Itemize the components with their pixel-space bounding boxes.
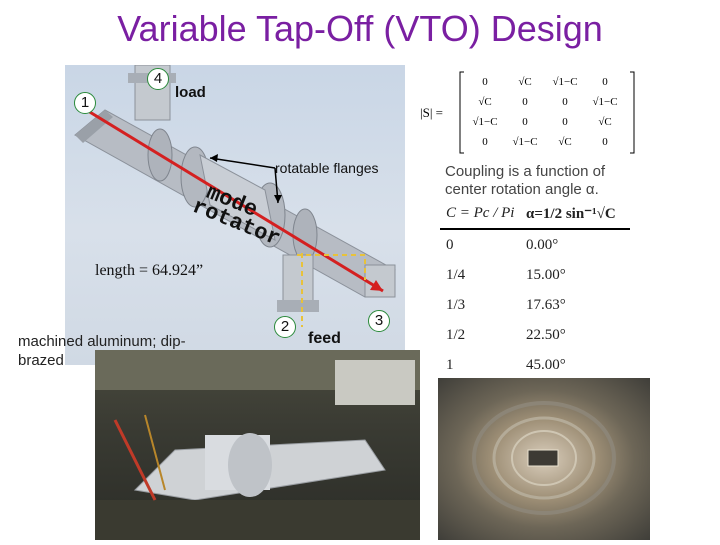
slide-title: Variable Tap-Off (VTO) Design xyxy=(117,8,603,49)
port-1-marker: 1 xyxy=(74,92,96,114)
port-3-marker: 3 xyxy=(368,310,390,332)
matrix-cell: 0 xyxy=(562,116,568,128)
table-cell-c: 1/3 xyxy=(446,296,466,313)
table-row: 1/2 22.50° xyxy=(440,320,630,350)
matrix-cell: 0 xyxy=(562,96,568,108)
table-cell-c: 1/4 xyxy=(446,266,466,283)
matrix-cell: √1−C xyxy=(592,96,618,108)
matrix-cell: √C xyxy=(598,116,612,128)
matrix-cell: √1−C xyxy=(472,116,498,128)
matrix-cell: √C xyxy=(518,76,532,88)
header-alpha: α=1/2 sin⁻¹√C xyxy=(520,198,630,230)
matrix-cell: √1−C xyxy=(552,76,578,88)
s-matrix-label: |S| = xyxy=(420,105,444,120)
bore-photo-shapes xyxy=(472,401,616,515)
material-caption: machined aluminum; dip-brazed xyxy=(18,333,186,369)
table-row: 1/3 17.63° xyxy=(440,290,630,320)
matrix-brackets xyxy=(459,71,635,154)
load-label: load xyxy=(175,84,206,101)
matrix-cell: 0 xyxy=(482,76,488,88)
coupling-table: C = Pc / Pi α=1/2 sin⁻¹√C 0 0.00° 1/4 15… xyxy=(440,198,630,382)
table-row: 1 45.00° xyxy=(440,350,630,382)
matrix-cell: 0 xyxy=(602,136,608,148)
table-cell-alpha: 15.00° xyxy=(526,266,566,283)
table-cell-alpha: 22.50° xyxy=(526,326,566,343)
vto-render-image xyxy=(65,64,405,365)
table-row: 0 0.00° xyxy=(440,229,630,260)
header-coupling: C = Pc / Pi xyxy=(440,198,520,230)
rotatable-flanges-label: rotatable flanges xyxy=(275,160,379,176)
table-cell-alpha: 0.00° xyxy=(526,236,559,253)
waveguide-render xyxy=(74,64,396,327)
matrix-cell: 0 xyxy=(522,116,528,128)
matrix-cell: 0 xyxy=(602,76,608,88)
table-cell-c: 1 xyxy=(440,350,520,382)
coupling-description: Coupling is a function of center rotatio… xyxy=(445,163,606,198)
matrix-cell: √C xyxy=(558,136,572,148)
matrix-cell: √1−C xyxy=(512,136,538,148)
lab-photo-shapes xyxy=(95,350,420,540)
bore-photo xyxy=(438,378,650,540)
matrix-cell: 0 xyxy=(522,96,528,108)
s-matrix: |S| = 0 √C √1−C 0 √C 0 0 √1−C √1−C 0 0 √… xyxy=(420,70,640,155)
table-cell-c: 0 xyxy=(446,236,454,253)
table-row: 1/4 15.00° xyxy=(440,260,630,290)
table-header-row: C = Pc / Pi α=1/2 sin⁻¹√C xyxy=(440,198,630,230)
table-cell-alpha: 17.63° xyxy=(526,296,566,313)
table-cell-c: 1/2 xyxy=(446,326,466,343)
matrix-cell: √C xyxy=(478,96,492,108)
port-4-marker: 4 xyxy=(147,68,169,90)
matrix-cell: 0 xyxy=(482,136,488,148)
table-cell-alpha: 45.00° xyxy=(520,350,630,382)
length-label: length = 64.924” xyxy=(95,262,204,279)
port-2-marker: 2 xyxy=(274,316,296,338)
feed-label: feed xyxy=(308,330,341,347)
lab-photo xyxy=(95,350,420,540)
